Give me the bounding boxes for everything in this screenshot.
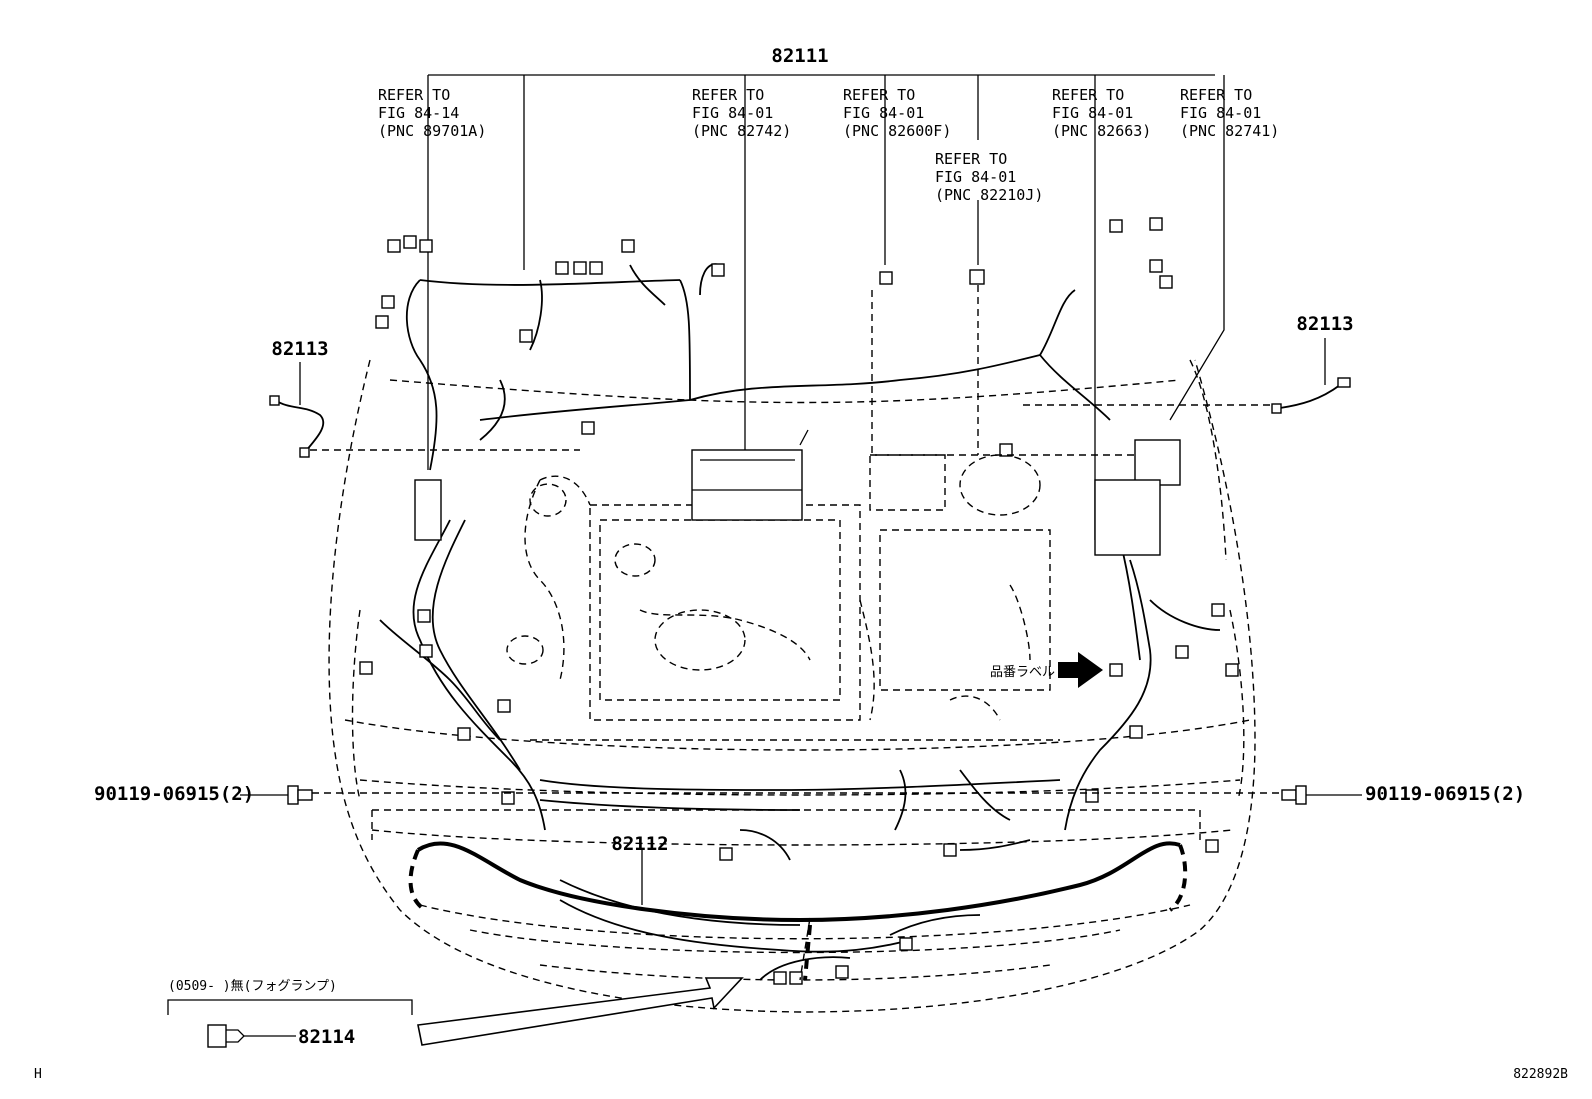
plug-icon [207, 1024, 227, 1048]
reference-82600f: REFER TO FIG 84-01 (PNC 82600F) [843, 86, 951, 140]
ref-line2: FIG 84-01 [935, 168, 1016, 186]
arrow-up-right-icon [417, 977, 744, 1046]
connector-icon [621, 239, 635, 253]
connector-icon [519, 329, 533, 343]
ref-line2: FIG 84-01 [843, 104, 924, 122]
ref-line2: FIG 84-01 [1180, 104, 1261, 122]
connector-icon [419, 644, 433, 658]
connector-icon [711, 263, 725, 277]
reference-89701a: REFER TO FIG 84-14 (PNC 89701A) [378, 86, 486, 140]
bolt-right: 90119-06915(2) [1281, 783, 1525, 805]
connector-icon [1205, 839, 1219, 853]
connector-icon [403, 235, 417, 249]
ref-line3: (PNC 89701A) [378, 122, 486, 140]
connector-icon [943, 843, 957, 857]
connector-icon [1085, 789, 1099, 803]
ref-line1: REFER TO [378, 86, 450, 104]
fog-plug-82114: (0509- )無(フォグランプ) 82114 [167, 979, 413, 1048]
ref-line1: REFER TO [692, 86, 764, 104]
bumper-harness-82112: 82112 [408, 833, 1188, 981]
connector-icon [1109, 663, 1123, 677]
ref-line2: FIG 84-01 [1052, 104, 1133, 122]
ref-line3: (PNC 82600F) [843, 122, 951, 140]
harness-82111-callout: 82111 [427, 45, 1225, 540]
connector-icon [789, 971, 803, 985]
connector-icon [1211, 603, 1225, 617]
ref-line1: REFER TO [843, 86, 915, 104]
connector-icon [581, 421, 595, 435]
bolt-left: 90119-06915(2) [94, 783, 313, 805]
reference-82210j: REFER TO FIG 84-01 (PNC 82210J) [935, 150, 1043, 204]
ref-line1: REFER TO [1180, 86, 1252, 104]
connector-icon [1159, 275, 1173, 289]
part-number-bolt-right: 90119-06915(2) [1365, 783, 1525, 805]
connector-icon [1149, 217, 1163, 231]
connector-icon [457, 727, 471, 741]
bolt-icon [287, 785, 299, 805]
ref-line2: FIG 84-01 [692, 104, 773, 122]
connector-icon [573, 261, 587, 275]
leader-lines [310, 285, 1280, 981]
connector-icon [419, 239, 433, 253]
ref-line3: (PNC 82742) [692, 122, 791, 140]
connector-icon [1129, 725, 1143, 739]
connector-icon [899, 937, 913, 951]
label-tag-text: 品番ラベル [990, 665, 1055, 680]
ref-line3: (PNC 82663) [1052, 122, 1151, 140]
clamp-82113-left: 82113 [269, 338, 329, 458]
connector-icon [879, 271, 893, 285]
connector-icon [381, 295, 395, 309]
part-number-bolt-left: 90119-06915(2) [94, 783, 254, 805]
reference-82741: REFER TO FIG 84-01 (PNC 82741) [1180, 86, 1279, 140]
sensor-connector [414, 479, 442, 541]
fuse-box [1094, 479, 1161, 556]
part-number-82112: 82112 [611, 833, 668, 855]
part-number-82111: 82111 [771, 45, 828, 67]
bolt-icon [1281, 789, 1297, 801]
connector-icon [999, 443, 1013, 457]
ref-line1: REFER TO [935, 150, 1007, 168]
connector-icon [1109, 219, 1123, 233]
connector-icon [719, 847, 733, 861]
ref-line1: REFER TO [1052, 86, 1124, 104]
connector-icon [589, 261, 603, 275]
part-number-label-callout: 品番ラベル [990, 652, 1103, 688]
ecu-module [691, 449, 803, 521]
part-number-82113-left: 82113 [271, 338, 328, 360]
arrow-right-icon [1058, 652, 1103, 688]
main-harness-wiring [379, 263, 1221, 981]
ref-line3: (PNC 82741) [1180, 122, 1279, 140]
connector-icon [375, 315, 389, 329]
connector-icon [835, 965, 849, 979]
harness-connectors [359, 217, 1239, 985]
connector-icon [1149, 259, 1163, 273]
part-number-82114: 82114 [298, 1026, 355, 1048]
connector-icon [501, 791, 515, 805]
fog-lamp-note: (0509- )無(フォグランプ) [168, 979, 337, 994]
connector-icon [555, 261, 569, 275]
figure-code: 822892B [1513, 1067, 1568, 1082]
connector-icon [773, 971, 787, 985]
relay-block [1134, 439, 1181, 486]
reference-82663: REFER TO FIG 84-01 (PNC 82663) [1052, 86, 1151, 140]
ref-line3: (PNC 82210J) [935, 186, 1043, 204]
part-number-82113-right: 82113 [1296, 313, 1353, 335]
ecu-block [414, 429, 1181, 556]
connector-icon [359, 661, 373, 675]
reference-82742: REFER TO FIG 84-01 (PNC 82742) [692, 86, 791, 140]
corner-marker: H [34, 1067, 42, 1082]
connector-icon [969, 269, 985, 285]
connector-icon [417, 609, 431, 623]
clamp-icon [274, 399, 325, 453]
connector-icon [1225, 663, 1239, 677]
clamp-icon [1279, 384, 1341, 409]
connector-icon [497, 699, 511, 713]
connector-icon [1175, 645, 1189, 659]
ref-line2: FIG 84-14 [378, 104, 459, 122]
connector-icon [387, 239, 401, 253]
clamp-82113-right: 82113 [1271, 313, 1354, 414]
